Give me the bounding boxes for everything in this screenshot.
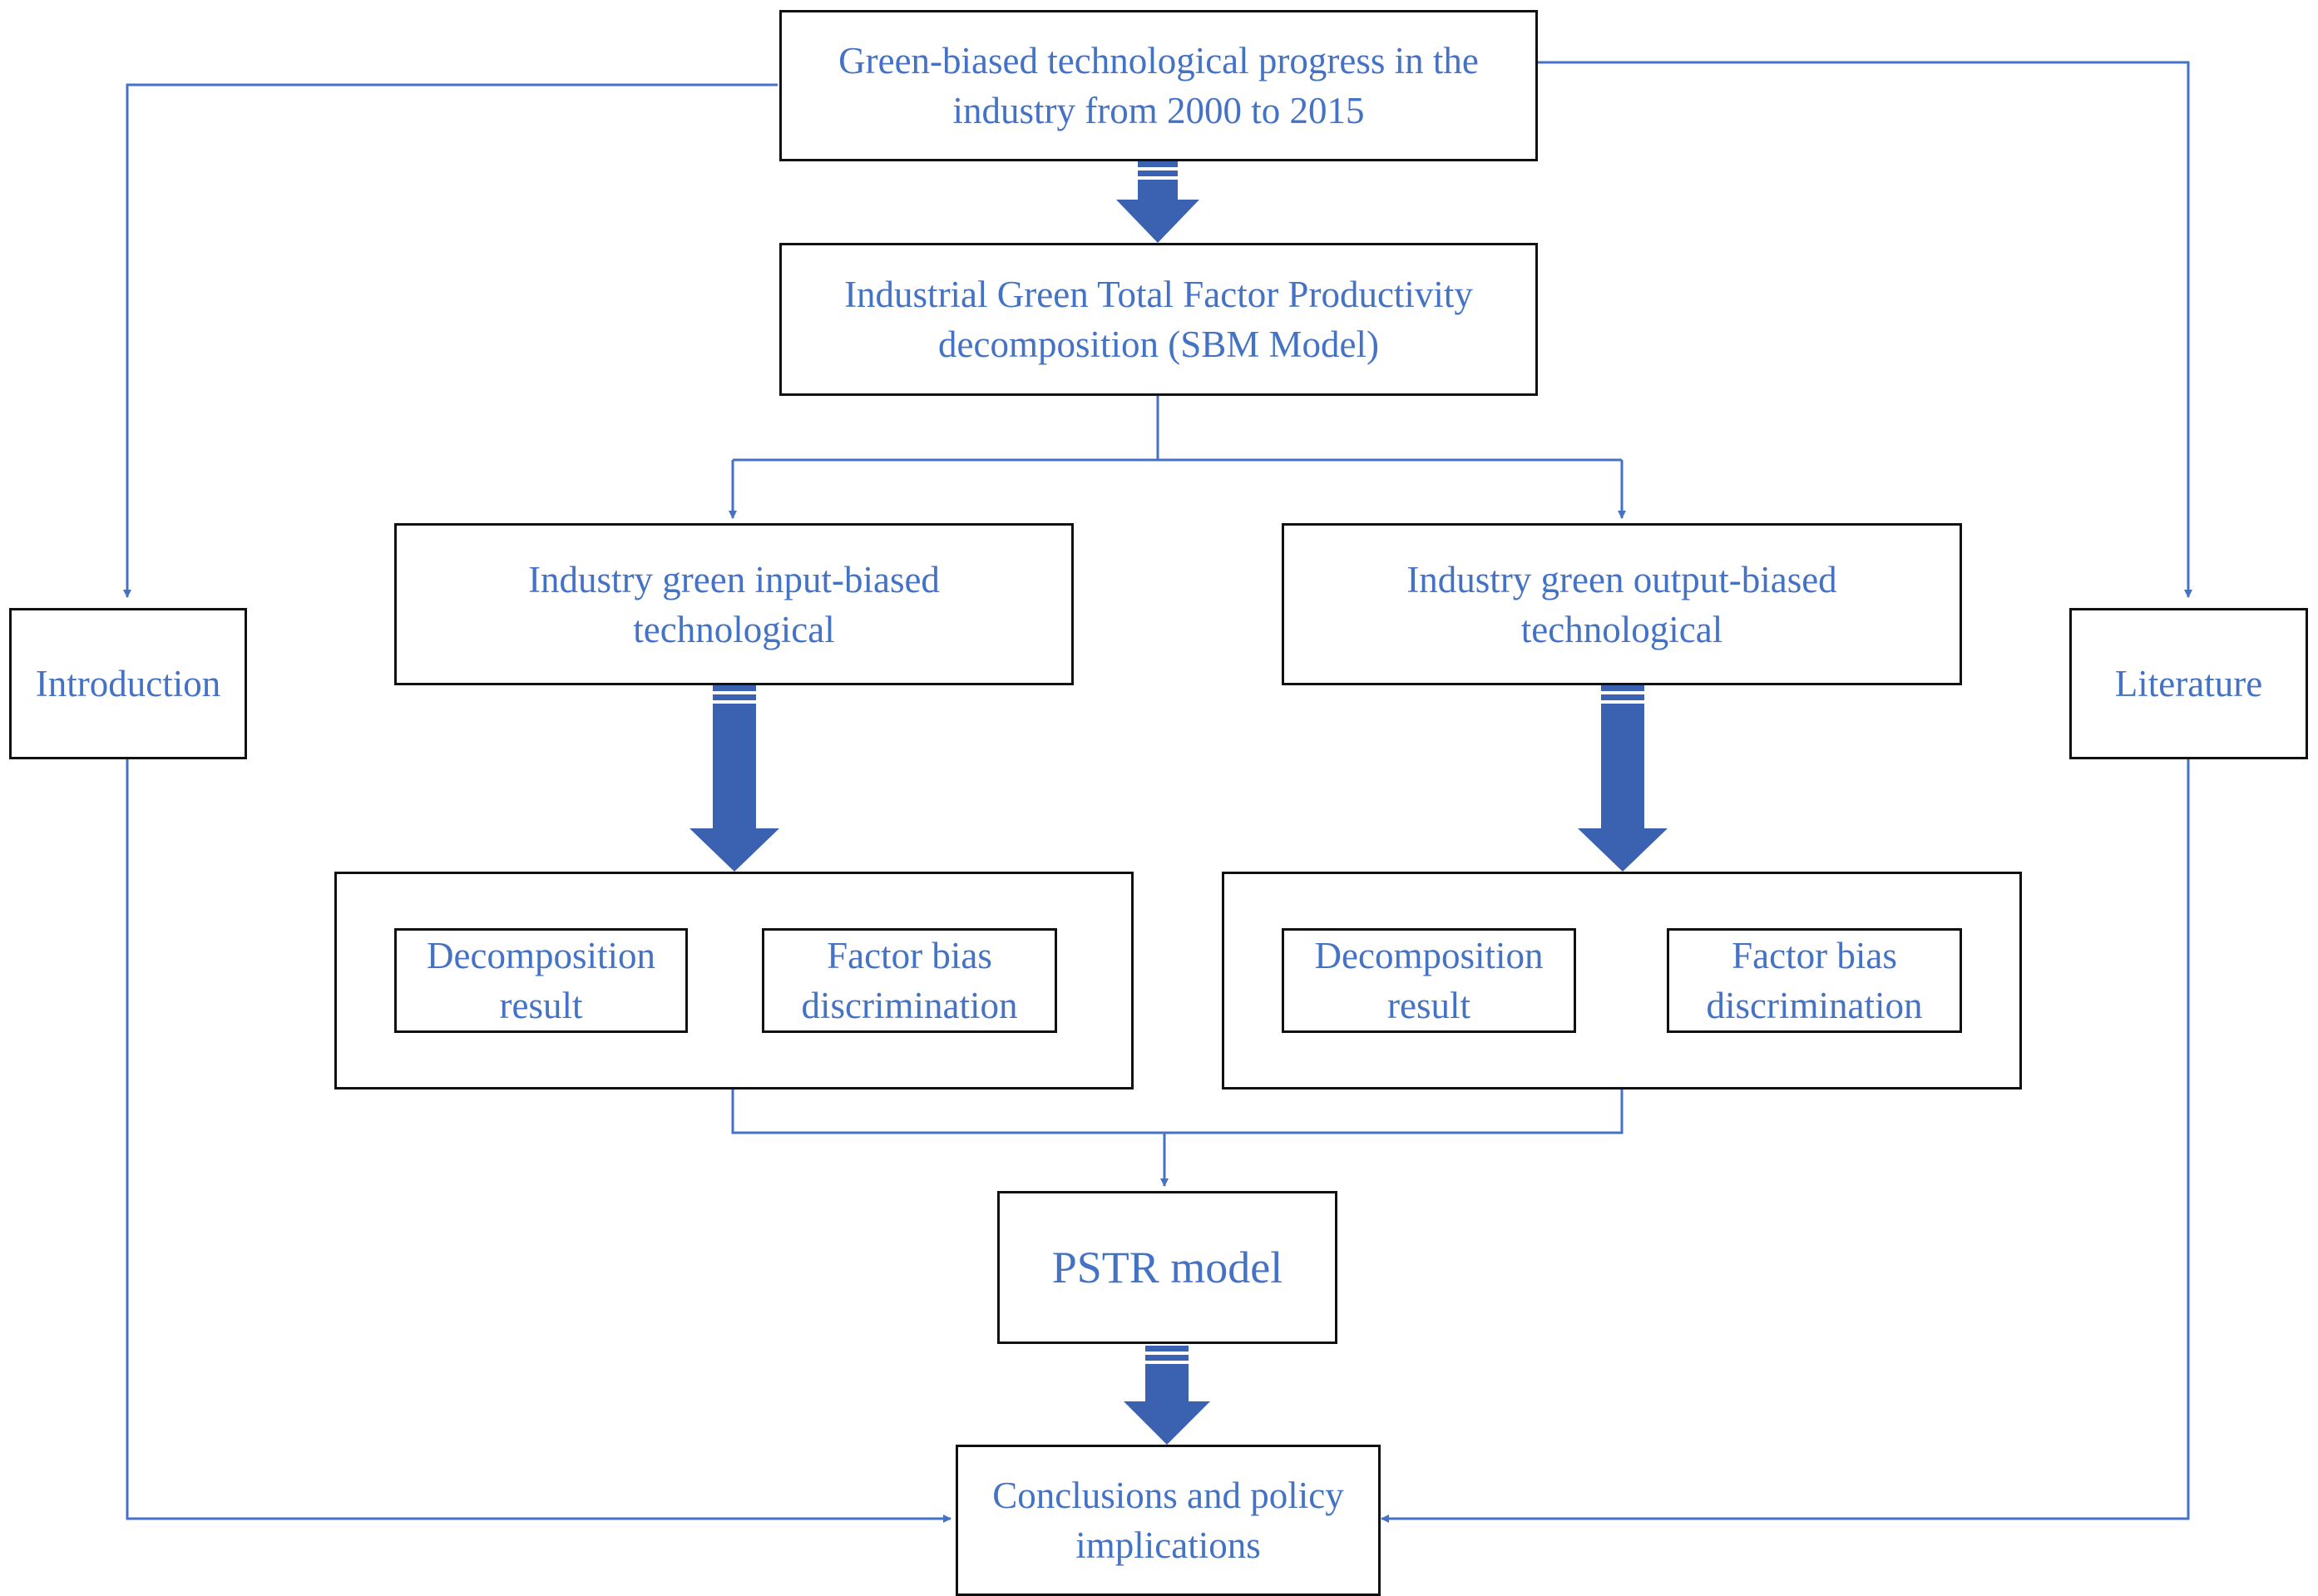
node-pstr-model: PSTR model [997, 1191, 1337, 1344]
right-factor-bias-discrimination: Factor bias discrimination [1667, 928, 1962, 1033]
right-decomposition-result: Decomposition result [1282, 928, 1576, 1033]
connector-literature-to-conclusions [1381, 759, 2190, 1523]
node-output-biased: Industry green output-biased technologic… [1282, 523, 1962, 685]
node-introduction: Introduction [9, 608, 247, 759]
connector-gtfp-split [733, 396, 1622, 462]
connector-top-to-literature [1538, 61, 2192, 598]
node-conclusions: Conclusions and policy implications [956, 1445, 1381, 1596]
node-gtfp-decomposition: Industrial Green Total Factor Productivi… [779, 243, 1538, 396]
node-input-biased: Industry green input-biased technologica… [394, 523, 1074, 685]
block-arrow-input-biased-down [689, 685, 779, 872]
left-decomposition-result: Decomposition result [394, 928, 688, 1033]
connector-top-to-introduction [123, 83, 778, 598]
block-arrow-top-to-gtfp [1116, 161, 1199, 243]
left-factor-bias-discrimination: Factor bias discrimination [762, 928, 1057, 1033]
block-arrow-output-biased-down [1578, 685, 1668, 872]
block-arrow-pstr-to-conclusions [1124, 1346, 1210, 1445]
node-literature: Literature [2069, 608, 2308, 759]
connector-containers-merge [731, 1090, 1624, 1134]
connector-introduction-to-conclusions [126, 759, 951, 1523]
node-green-biased-progress: Green-biased technological progress in t… [779, 10, 1538, 161]
